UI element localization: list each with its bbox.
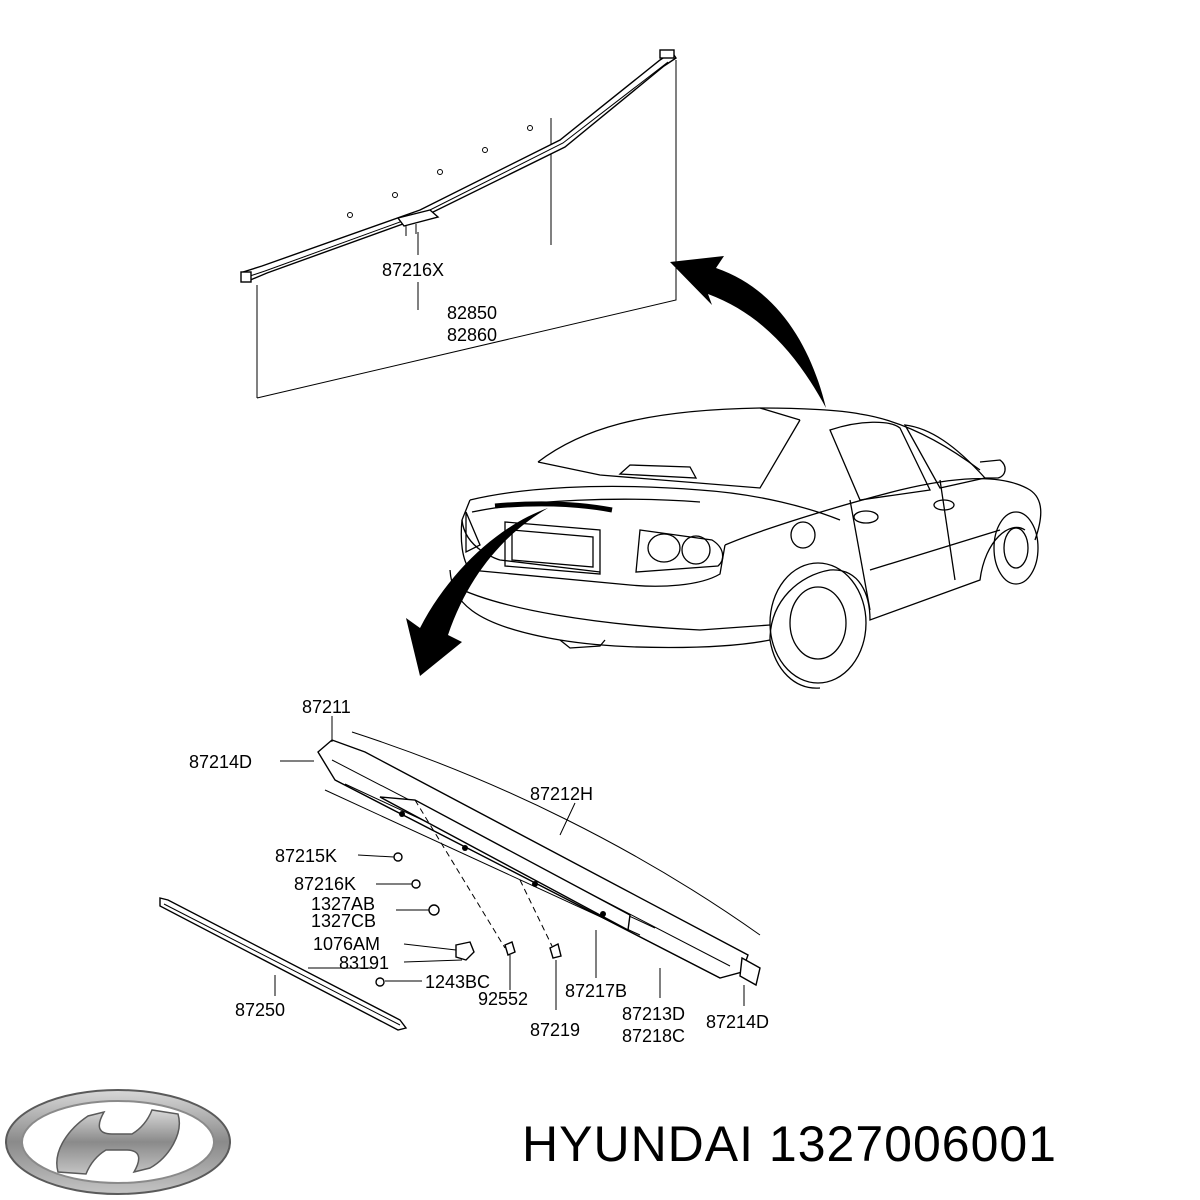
label-1327ab: 1327AB	[311, 894, 375, 914]
label-87212h: 87212H	[530, 784, 593, 804]
label-87216x: 87216X	[382, 260, 444, 280]
brand-caption: HYUNDAI 1327006001	[522, 1116, 1057, 1172]
hyundai-logo-icon	[5, 1089, 231, 1195]
car-illustration	[449, 407, 1042, 689]
label-87214d-right: 87214D	[706, 1012, 769, 1032]
label-87217b: 87217B	[565, 981, 627, 1001]
label-1243bc: 1243BC	[425, 972, 490, 992]
arrow-to-roof-molding	[670, 256, 826, 408]
label-82860: 82860	[447, 325, 497, 345]
label-87218c: 87218C	[622, 1026, 685, 1046]
label-87214d-left: 87214D	[189, 752, 252, 772]
label-87213d: 87213D	[622, 1004, 685, 1024]
label-1327cb: 1327CB	[311, 911, 376, 931]
label-87250: 87250	[235, 1000, 285, 1020]
label-87215k: 87215K	[275, 846, 337, 866]
label-82850: 82850	[447, 303, 497, 323]
label-87216k: 87216K	[294, 874, 356, 894]
label-87211: 87211	[302, 697, 351, 717]
arrow-to-trunk-trim	[406, 508, 548, 676]
trunk-garnish-assembly	[159, 716, 761, 1031]
roof-molding-assembly	[240, 49, 677, 399]
label-92552: 92552	[478, 989, 528, 1009]
label-87219: 87219	[530, 1020, 580, 1040]
label-83191: 83191	[339, 953, 389, 973]
label-1076am: 1076AM	[313, 934, 380, 954]
